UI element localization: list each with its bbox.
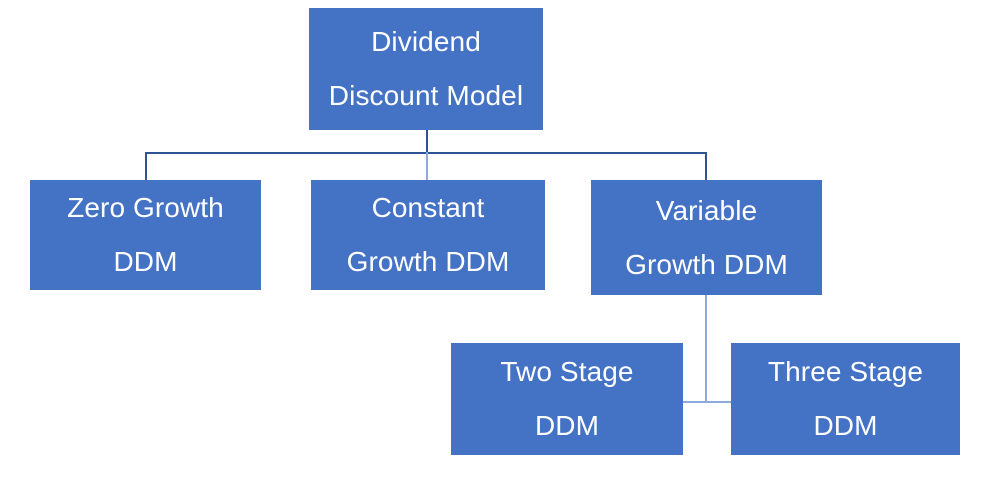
node-three-stage-ddm[interactable]: Three Stage DDM xyxy=(731,343,960,455)
connector-root-stem xyxy=(426,130,428,154)
node-variable-growth-ddm[interactable]: Variable Growth DDM xyxy=(591,180,822,295)
node-zero-growth-ddm[interactable]: Zero Growth DDM xyxy=(30,180,261,290)
node-label-line2: Discount Model xyxy=(328,80,524,111)
node-label-line1: Two Stage xyxy=(500,356,634,387)
node-label-line2: DDM xyxy=(813,410,878,441)
node-label-line2: Growth DDM xyxy=(625,248,788,280)
connector-to-variable-growth xyxy=(705,152,707,180)
node-label-line1: Three Stage xyxy=(767,356,924,387)
node-label-line2: DDM xyxy=(113,246,178,277)
node-label-line1: Dividend xyxy=(371,26,481,57)
node-label-line1: Zero Growth xyxy=(67,192,224,223)
node-label-line1: Variable xyxy=(655,194,758,226)
connector-to-two-stage xyxy=(683,401,706,403)
connector-to-three-stage xyxy=(705,401,732,403)
node-label-line2: DDM xyxy=(534,410,600,441)
connector-variable-stem xyxy=(705,295,707,403)
node-two-stage-ddm[interactable]: Two Stage DDM xyxy=(451,343,683,455)
connector-to-constant-growth xyxy=(426,152,428,181)
node-dividend-discount-model[interactable]: Dividend Discount Model xyxy=(309,8,543,130)
connector-to-zero-growth xyxy=(145,152,147,181)
node-label-line1: Constant xyxy=(371,192,485,223)
node-constant-growth-ddm[interactable]: Constant Growth DDM xyxy=(311,180,545,290)
node-label-line2: Growth DDM xyxy=(346,246,510,277)
